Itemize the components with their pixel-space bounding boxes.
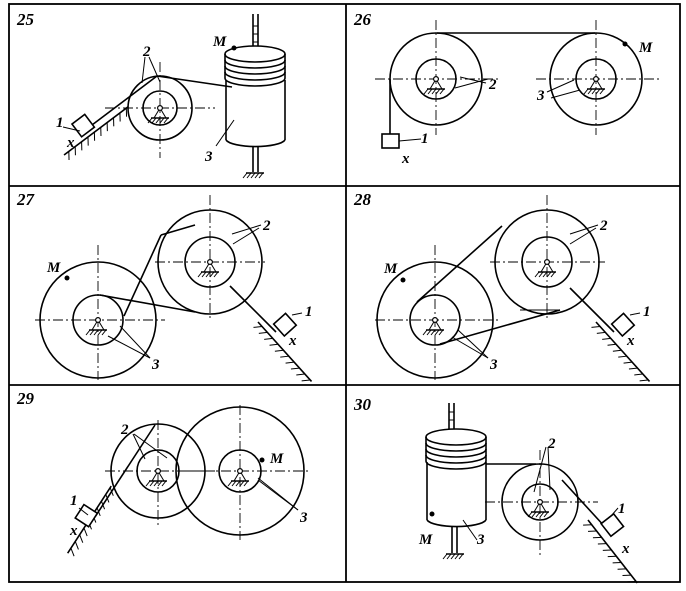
label-coordinate-x: x: [401, 151, 410, 167]
label-point-m: M: [418, 532, 433, 548]
drum-25: [224, 14, 286, 179]
label-part-3: 3: [476, 532, 485, 548]
label-part-1: 1: [305, 304, 313, 320]
label-point-m: M: [383, 261, 398, 277]
label-part-3: 3: [151, 357, 160, 373]
label-point-m: M: [269, 451, 284, 467]
label-part-2: 2: [599, 218, 608, 234]
label-coordinate-x: x: [621, 541, 630, 557]
panel-25: 25 2 1 3: [16, 10, 286, 179]
label-part-3: 3: [489, 357, 498, 373]
label-part-1: 1: [70, 493, 78, 509]
label-point-m: M: [638, 40, 653, 56]
label-part-2: 2: [142, 44, 151, 60]
label-part-3: 3: [204, 149, 213, 165]
panel-30: 30 2 3 1 M: [353, 395, 639, 589]
label-coordinate-x: x: [288, 333, 297, 349]
label-part-2: 2: [120, 422, 129, 438]
label-part-3: 3: [536, 88, 545, 104]
label-point-m: M: [46, 260, 61, 276]
panel-number: 27: [16, 190, 36, 209]
label-part-1: 1: [56, 115, 64, 131]
panel-number: 30: [353, 395, 372, 414]
label-coordinate-x: x: [626, 333, 635, 349]
label-coordinate-x: x: [69, 523, 78, 539]
label-part-1: 1: [421, 131, 429, 147]
panel-number: 26: [353, 10, 372, 29]
label-part-1: 1: [618, 501, 626, 517]
panel-number: 28: [353, 190, 372, 209]
label-coordinate-x: x: [66, 135, 75, 151]
drum-30: [425, 403, 487, 560]
panel-29: 29 2 3 1 M x: [16, 389, 310, 558]
panel-28: 28 2 3 1 M x: [353, 190, 651, 387]
label-part-3: 3: [299, 510, 308, 526]
panel-number: 29: [16, 389, 35, 408]
label-part-2: 2: [488, 77, 497, 93]
panel-27: 27 2 3 1 M x: [16, 190, 313, 387]
label-part-2: 2: [547, 436, 556, 452]
label-part-1: 1: [643, 304, 651, 320]
label-point-m: M: [212, 34, 227, 50]
panel-grid: [8, 3, 681, 583]
label-part-2: 2: [262, 218, 271, 234]
panel-number: 25: [16, 10, 35, 29]
panel-26: 26 2 3 1 M x: [353, 10, 660, 167]
